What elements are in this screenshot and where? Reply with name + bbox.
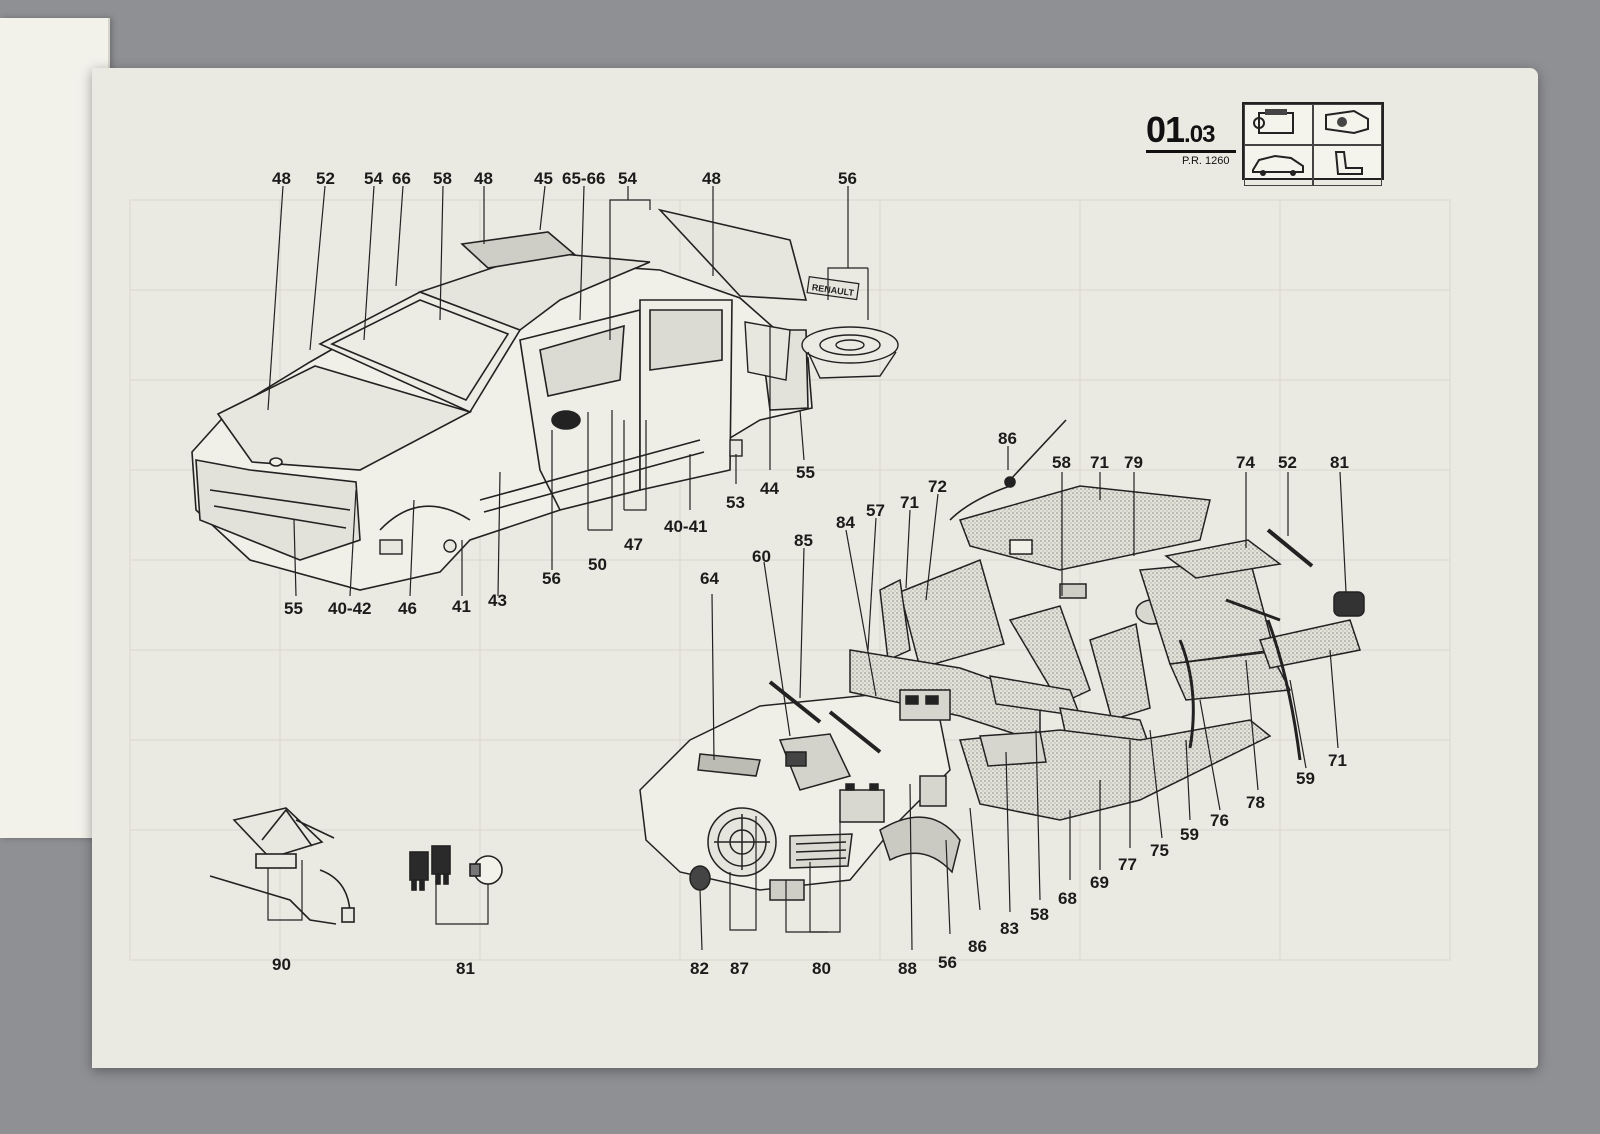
fuses-and-bulb: [409, 845, 503, 891]
callout-label: 72: [928, 477, 947, 496]
callout-label: 79: [1124, 453, 1143, 472]
section-icon-box: [1242, 102, 1384, 186]
callout-label: 50: [588, 555, 607, 574]
callout-label: 48: [272, 169, 291, 188]
callout-label: 85: [794, 531, 813, 550]
callout-label: 60: [752, 547, 771, 566]
callout-label: 76: [1210, 811, 1229, 830]
callout-label: 68: [1058, 889, 1077, 908]
callout-label: 71: [1328, 751, 1347, 770]
gearbox-icon: [1313, 104, 1382, 145]
callout-label: 52: [1278, 453, 1297, 472]
section-major: 01: [1146, 109, 1185, 150]
callout-labels: 48 52 54 66 58 48 45 65-66 54 48 56 55 4…: [272, 169, 1349, 978]
callout-label: 88: [898, 959, 917, 978]
callout-label: 90: [272, 955, 291, 974]
callout-label: 71: [1090, 453, 1109, 472]
front-end-assembly: [639, 680, 961, 901]
callout-label: 59: [1180, 825, 1199, 844]
callout-label: 83: [1000, 919, 1019, 938]
leader-lines: [267, 185, 1347, 951]
section-underline: [1146, 150, 1236, 153]
seat-icon: [1313, 145, 1382, 186]
page-reference: P.R. 1260: [1182, 155, 1230, 167]
callout-label: 52: [316, 169, 335, 188]
renault-badge: RENAULT: [806, 276, 860, 301]
callout-label: 78: [1246, 793, 1265, 812]
callout-label: 65-66: [562, 169, 605, 188]
engine-icon: [1244, 104, 1313, 145]
callout-label: 58: [433, 169, 452, 188]
callout-label: 46: [398, 599, 417, 618]
callout-label: 45: [534, 169, 553, 188]
callout-label: 47: [624, 535, 643, 554]
car-body-shell: [191, 208, 813, 591]
callout-label: 58: [1030, 905, 1049, 924]
callout-label: 53: [726, 493, 745, 512]
callout-label: 82: [690, 959, 709, 978]
callout-label: 41: [452, 597, 471, 616]
jack-kit: [209, 807, 355, 925]
callout-label: 87: [730, 959, 749, 978]
callout-label: 48: [702, 169, 721, 188]
spare-wheel-tray: [801, 326, 899, 379]
callout-label: 81: [456, 959, 475, 978]
callout-label: 80: [812, 959, 831, 978]
callout-label: 48: [474, 169, 493, 188]
callout-label: 81: [1330, 453, 1349, 472]
section-number: 01.03: [1146, 109, 1215, 150]
callout-label: 44: [760, 479, 779, 498]
callout-label: 66: [392, 169, 411, 188]
callout-label: 55: [284, 599, 303, 618]
callout-label: 40-41: [664, 517, 707, 536]
callout-label: 71: [900, 493, 919, 512]
callout-label: 54: [364, 169, 383, 188]
callout-label: 56: [542, 569, 561, 588]
callout-label: 57: [866, 501, 885, 520]
car-body-icon: [1244, 145, 1313, 186]
interior-assembly: [849, 485, 1365, 821]
callout-label: 75: [1150, 841, 1169, 860]
callout-label: 74: [1236, 453, 1255, 472]
callout-label: 84: [836, 513, 855, 532]
trim-parts: [379, 321, 791, 555]
callout-label: 58: [1052, 453, 1071, 472]
callout-label: 54: [618, 169, 637, 188]
callout-label: 56: [838, 169, 857, 188]
callout-label: 69: [1090, 873, 1109, 892]
callout-label: 43: [488, 591, 507, 610]
callout-label: 77: [1118, 855, 1137, 874]
callout-label: 86: [998, 429, 1017, 448]
callout-label: 55: [796, 463, 815, 482]
radio-antenna: [949, 419, 1067, 521]
callout-label: 64: [700, 569, 719, 588]
callout-label: 56: [938, 953, 957, 972]
callout-label: 86: [968, 937, 987, 956]
callout-label: 40-42: [328, 599, 371, 618]
callout-label: 59: [1296, 769, 1315, 788]
section-minor: .03: [1184, 121, 1215, 148]
